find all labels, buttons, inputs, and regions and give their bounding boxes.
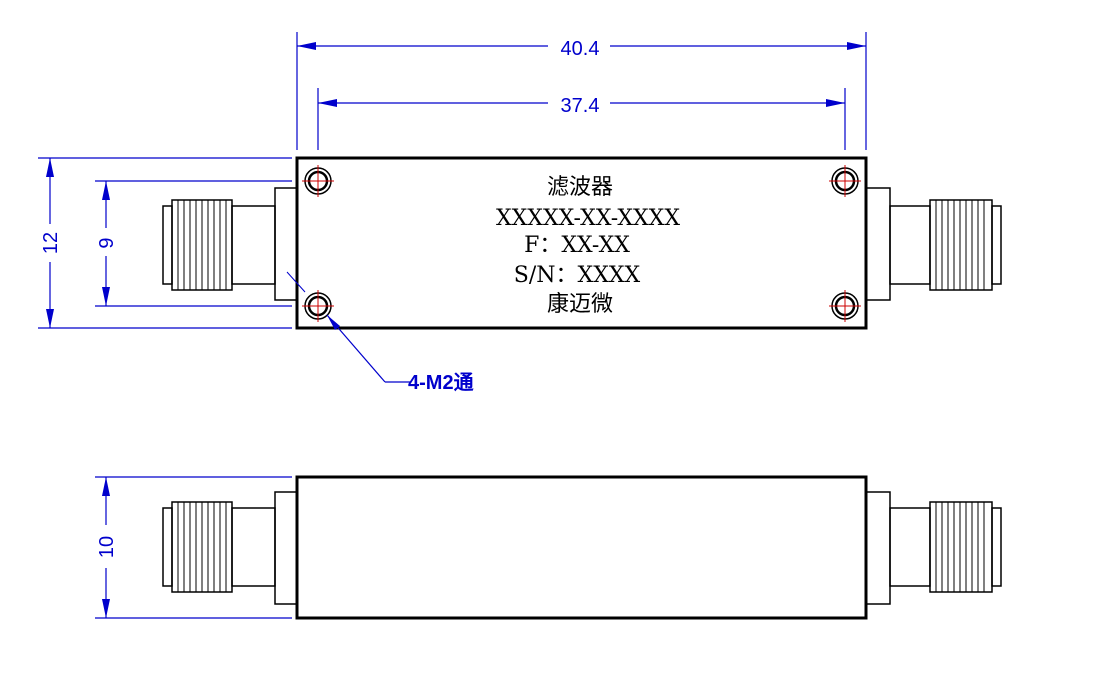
hole-bottom-left: [302, 290, 334, 322]
left-connector-top: [162, 187, 298, 301]
dim-body-height-top: 12: [40, 232, 62, 254]
hole-top-right: [829, 165, 861, 197]
label-line-serial: S/N：XXXX: [514, 263, 641, 288]
label-line-name: 滤波器: [547, 175, 613, 200]
side-view: 10: [95, 475, 1002, 620]
top-view: 滤波器 XXXXX-XX-XXXX F：XX-XX S/N：XXXX 康迈微: [162, 156, 1002, 330]
dimension-lines: [38, 32, 867, 383]
side-dimension: [95, 476, 292, 619]
dim-hole-spacing-height: 9: [96, 237, 118, 248]
left-connector-side: [162, 491, 298, 605]
mounting-holes: [302, 165, 861, 322]
label-line-maker: 康迈微: [547, 292, 613, 317]
right-connector-top: [865, 187, 1002, 301]
label-line-frequency: F：XX-XX: [524, 233, 630, 258]
product-label: 滤波器 XXXXX-XX-XXXX F：XX-XX S/N：XXXX 康迈微: [496, 175, 680, 317]
hole-top-left: [302, 165, 334, 197]
hole-callout: 4-M2通: [408, 371, 474, 394]
hole-bottom-right: [829, 290, 861, 322]
dim-body-height-side: 10: [96, 536, 118, 558]
side-body: [295, 475, 868, 620]
right-connector-side: [865, 491, 1002, 605]
dim-hole-spacing-length: 37.4: [561, 95, 600, 117]
dim-overall-length: 40.4: [561, 38, 600, 60]
label-line-model: XXXXX-XX-XXXX: [496, 206, 680, 231]
